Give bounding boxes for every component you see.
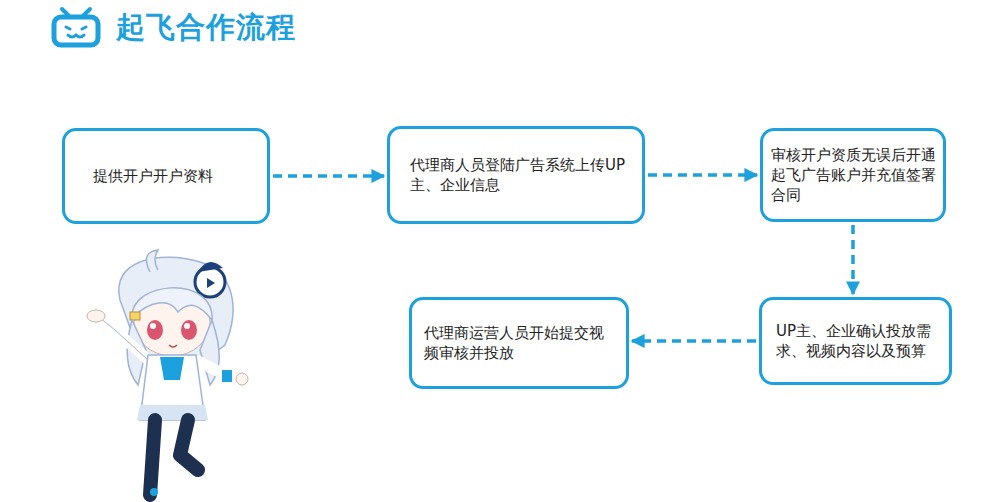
box-text: 提供开户开户资料	[93, 166, 213, 186]
process-box: 代理商人员登陆广告系统上传UP主、企业信息	[387, 126, 645, 224]
box-text: 代理商运营人员开始提交视频审核并投放	[424, 323, 614, 363]
box-text: 代理商人员登陆广告系统上传UP主、企业信息	[410, 155, 626, 195]
process-box: UP主、企业确认投放需求、视频内容以及预算	[759, 297, 952, 385]
process-box: 审核开户资质无误后开通起飞广告账户并充值签署合同	[760, 128, 946, 222]
dashed-arrow	[273, 174, 384, 178]
process-box: 提供开户开户资料	[62, 128, 270, 224]
box-text: UP主、企业确认投放需求、视频内容以及预算	[776, 321, 939, 361]
tv-icon	[54, 9, 98, 45]
mascot	[87, 250, 248, 496]
title: 起飞合作流程	[116, 8, 296, 48]
dashed-arrow	[851, 225, 855, 294]
dashed-arrow	[648, 173, 757, 177]
dashed-arrow	[632, 339, 756, 343]
process-box: 代理商运营人员开始提交视频审核并投放	[409, 297, 629, 389]
box-text: 审核开户资质无误后开通起飞广告账户并充值签署合同	[771, 145, 937, 205]
